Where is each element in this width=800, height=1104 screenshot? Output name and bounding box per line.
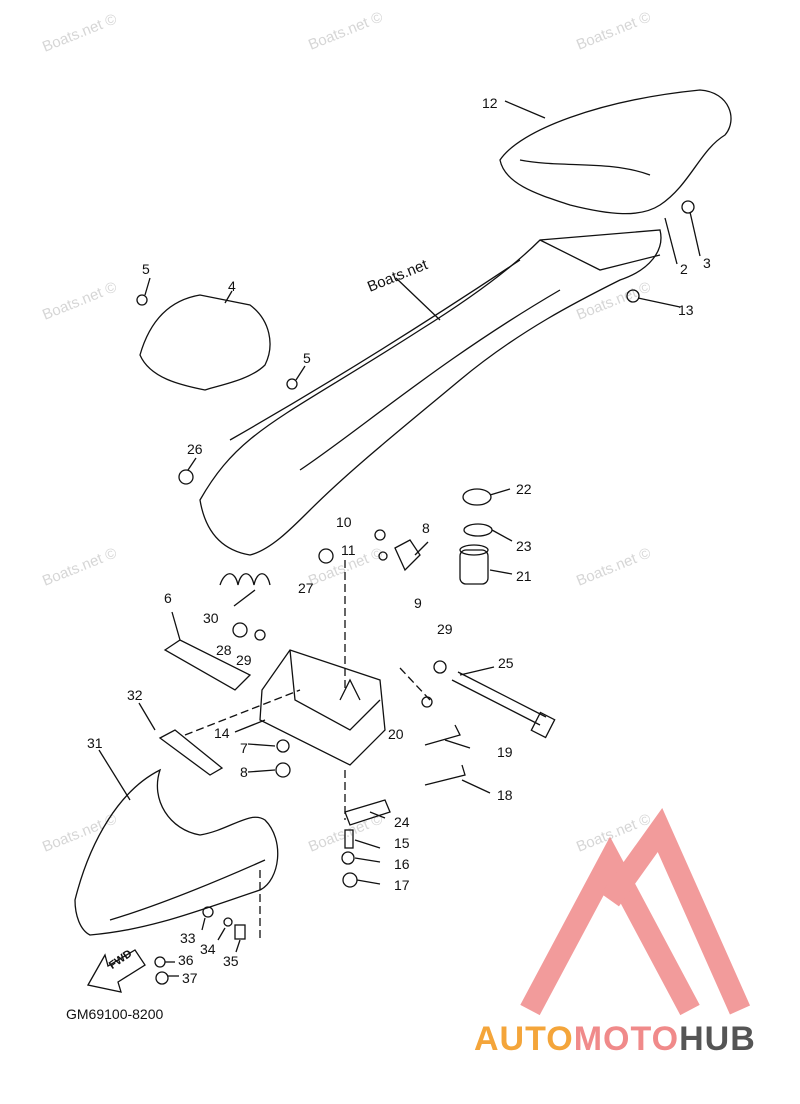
callout-23: 22 <box>516 481 532 497</box>
part-23-cap <box>462 488 492 506</box>
fwd-arrow <box>86 949 146 993</box>
callout-32: 33 <box>180 930 196 946</box>
part-8-nut <box>275 762 291 778</box>
callout-18: 17 <box>394 877 410 893</box>
callout-13: 12 <box>482 95 498 111</box>
callout-15: 14 <box>214 725 230 741</box>
part-9-bracket <box>394 539 421 572</box>
callout-10: 9 <box>414 595 422 611</box>
part-3-bolt <box>681 200 695 214</box>
callout-3: 3 <box>703 255 711 271</box>
part-15-bracket <box>259 649 386 766</box>
callout-26: 25 <box>498 655 514 671</box>
callout-11: 10 <box>336 514 352 530</box>
part-36-washer <box>154 956 166 968</box>
site-logo: AUTOMOTOHUB <box>474 1020 756 1059</box>
callout-2: 2 <box>680 261 688 277</box>
callout-24: 23 <box>516 538 532 554</box>
callout-14: 13 <box>678 302 694 318</box>
part-27-bushing <box>178 469 194 485</box>
part-25-plate <box>344 799 391 826</box>
logo-icon <box>520 807 751 1016</box>
callout-6: 6 <box>164 590 172 606</box>
part-21-bolt <box>421 696 433 708</box>
part-16-stud <box>344 829 354 849</box>
callout-36: 36 <box>178 952 194 968</box>
logo-part-hub: HUB <box>679 1020 756 1058</box>
callout-8: 8 <box>240 764 248 780</box>
part-28-nut <box>232 622 248 638</box>
part-20-bracket <box>424 724 461 746</box>
callout-17: 16 <box>394 856 410 872</box>
callout-4: 4 <box>228 278 236 294</box>
part-code: GM69100-8200 <box>66 1006 164 1022</box>
callout-34: 35 <box>223 953 239 969</box>
part-27-bushing <box>318 548 334 564</box>
part-29-washer <box>254 629 266 641</box>
callout-28: 28 <box>216 642 232 658</box>
part-11-screw <box>374 529 386 541</box>
callout-25: 24 <box>394 814 410 830</box>
callout-12: 11 <box>341 542 356 558</box>
part-14-nut <box>626 289 640 303</box>
callout-21: 20 <box>388 726 404 742</box>
part-4-cover <box>139 294 271 391</box>
callout-22: 21 <box>516 568 532 584</box>
part-35-bracket <box>158 729 224 776</box>
callout-16: 15 <box>394 835 410 851</box>
part-24-clamp <box>463 523 493 537</box>
logo-part-moto: MOTO <box>573 1020 680 1058</box>
part-29-washer <box>433 660 447 674</box>
part-32-screw <box>202 906 214 918</box>
part-30-spring <box>219 573 271 586</box>
callout-5: 5 <box>142 261 150 277</box>
callout-33: 34 <box>200 941 216 957</box>
steering-arm <box>199 229 662 556</box>
part-5-bolt <box>286 378 298 390</box>
part-22-bushing <box>459 549 489 585</box>
callout-27b: 27 <box>298 580 314 596</box>
callout-9: 8 <box>422 520 430 536</box>
callout-35: 32 <box>127 687 143 703</box>
callout-20: 19 <box>497 744 513 760</box>
part-33-washer <box>223 917 233 927</box>
logo-part-auto: AUTO <box>474 1020 574 1058</box>
callout-19: 18 <box>497 787 513 803</box>
part-31-cover <box>74 768 279 936</box>
part-5-bolt <box>136 294 148 306</box>
callout-27: 26 <box>187 441 203 457</box>
part-6-bracket <box>163 639 252 691</box>
part-19-bracket <box>424 764 466 786</box>
part-17-washer <box>341 851 355 865</box>
callout-29: 29 <box>437 621 453 637</box>
callout-30: 30 <box>203 610 219 626</box>
callout-7: 7 <box>240 740 248 756</box>
part-34-collar <box>234 924 246 940</box>
part-26-rod <box>451 679 541 726</box>
part-37-nut <box>155 971 169 985</box>
callout-5b: 5 <box>303 350 311 366</box>
part-7-washer <box>276 739 290 753</box>
callout-37: 37 <box>182 970 198 986</box>
part-12-washer <box>378 551 388 561</box>
part-13-cover <box>499 89 732 215</box>
callout-29b: 29 <box>236 652 252 668</box>
callout-31: 31 <box>87 735 103 751</box>
part-18-nut <box>342 872 358 888</box>
